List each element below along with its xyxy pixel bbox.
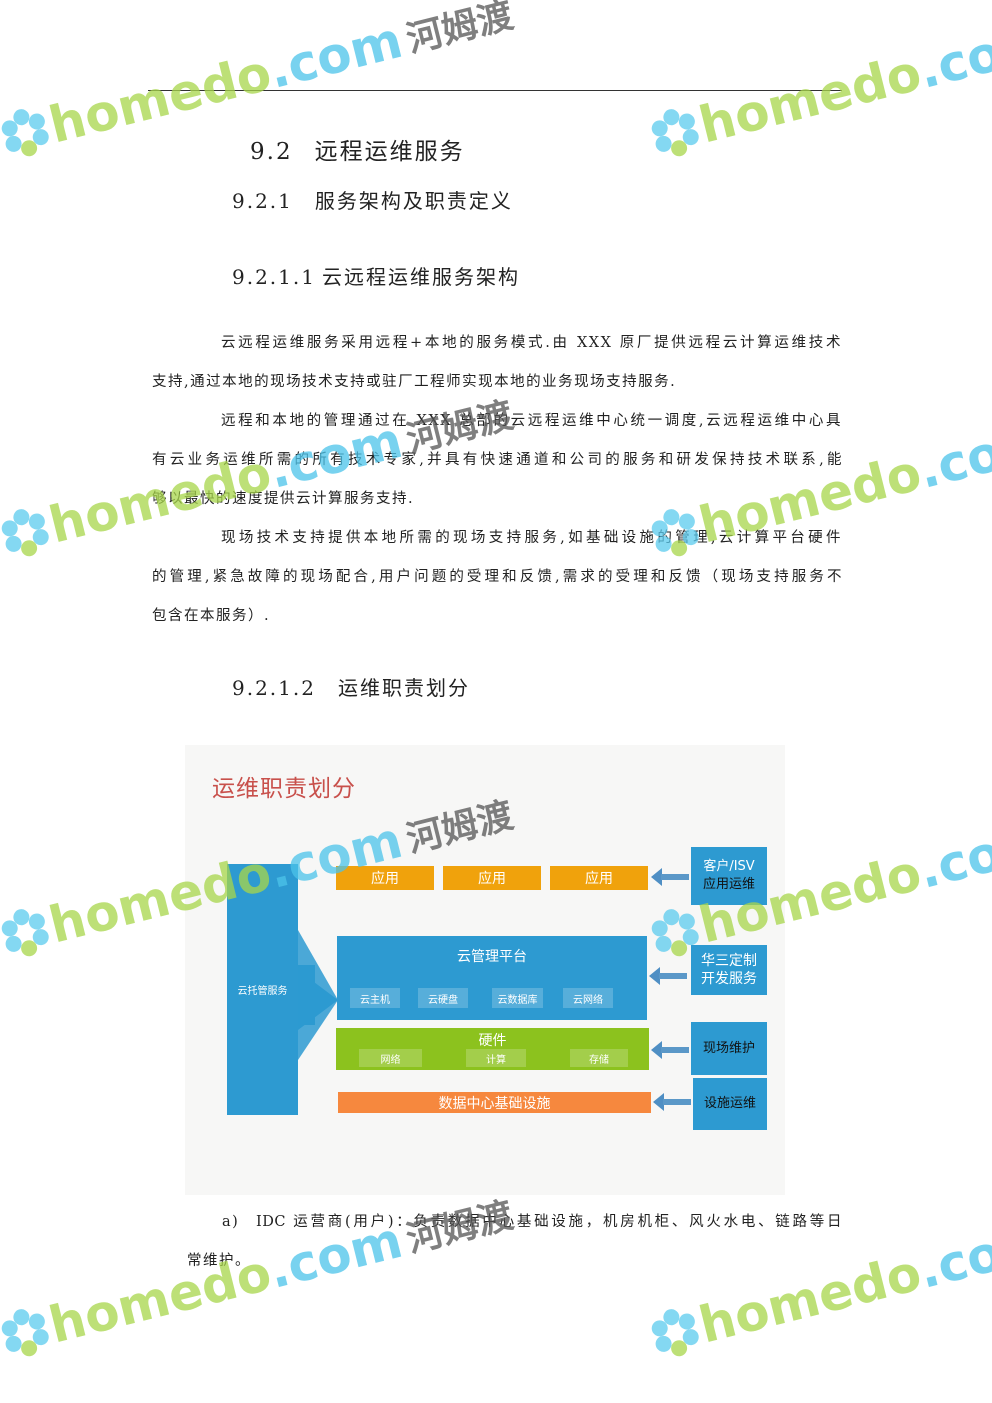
heading-number: 9.2.1 [232,189,293,213]
watermark-text: .com [912,810,992,900]
watermark: homedo.com [643,1211,992,1367]
heading-title: 运维职责划分 [337,676,470,700]
responsibility-diagram: 运维职责划分 云托管服务 应用 应用 应用 云管理平台 云主机 云硬盘 云数据库… [185,745,785,1195]
diagram-title: 运维职责划分 [212,776,356,802]
watermark: homedo.com河姆渡 [0,1183,519,1367]
flower-logo-icon [1,509,49,557]
list-marker: a) [222,1214,240,1230]
heading-9-2-1-2: 9.2.1.2 运维职责划分 [232,672,470,701]
box-line: 设施运维 [703,1096,756,1111]
onsite-maintenance-box: 现场维护 [691,1022,767,1075]
right-arrow-icon [298,930,338,1060]
heading-title: 远程运维服务 [314,139,465,165]
watermark-text: .com [912,410,992,500]
left-arrow-icon [653,1093,691,1111]
heading-number: 9.2.1.1 [232,265,316,289]
paragraph-line: 包含在本服务）. [152,608,271,624]
datacenter-box: 数据中心基础设施 [338,1092,651,1113]
hardware-item: 网络 [359,1049,422,1067]
box-line: 开发服务 [701,971,757,987]
flower-logo-icon [1,1309,49,1357]
cloud-platform-label: 云管理平台 [457,949,527,965]
flower-logo-icon [651,1309,699,1357]
cloud-item: 云数据库 [492,988,543,1008]
left-arrow-icon [651,1041,689,1059]
hardware-item: 存储 [570,1049,628,1067]
caption-line: IDC 运营商(用户)：负责数据中心基础设施，机房机柜、风火水电、链路等日 [256,1214,842,1230]
app-box: 应用 [550,866,648,890]
flower-logo-icon [1,109,49,157]
cloud-platform-box: 云管理平台 云主机 云硬盘 云数据库 云网络 [337,936,647,1020]
flower-logo-icon [1,909,49,957]
box-line: 客户/ISV [703,859,755,874]
flower-logo-icon [651,109,699,157]
paragraph-line: 有云业务运维所需的所有技术专家,并具有快速通道和公司的服务和研发保持技术联系,能 [152,452,842,468]
caption-line: 常维护。 [187,1253,251,1269]
h3c-custom-dev-box: 华三定制 开发服务 [691,945,767,995]
paragraph-line: 远程和本地的管理通过在 XXX 总部的云远程运维中心统一调度,云远程运维中心具 [221,413,842,429]
watermark-text: homedo [693,1243,927,1355]
watermark-text: .com [912,10,992,100]
hardware-item: 计算 [466,1049,526,1067]
watermark-text: .com [262,10,408,100]
app-box: 应用 [336,866,434,890]
box-line: 华三定制 [701,953,757,969]
cloud-item: 云网络 [563,988,613,1008]
managed-service-bar: 云托管服务 [227,864,298,1115]
facility-ops-box: 设施运维 [693,1078,767,1130]
hardware-box: 硬件 网络 计算 存储 [336,1028,649,1070]
hardware-label: 硬件 [478,1033,507,1049]
box-line: 现场维护 [702,1040,755,1056]
watermark-text: homedo [43,43,277,155]
heading-title: 云远程运维服务架构 [321,265,520,289]
left-arrow-icon [649,967,687,985]
heading-9-2: 9.2 远程运维服务 [250,132,465,166]
heading-9-2-1: 9.2.1 服务架构及职责定义 [232,185,513,214]
managed-service-label: 云托管服务 [237,986,288,997]
heading-title: 服务架构及职责定义 [314,189,513,213]
watermark-text: 河姆渡 [402,0,518,61]
cloud-item: 云硬盘 [418,988,468,1008]
left-arrow-icon [651,868,689,886]
heading-number: 9.2 [250,139,293,165]
paragraph-line: 的管理,紧急故障的现场配合,用户问题的受理和反馈,需求的受理和反馈（现场支持服务… [152,569,842,585]
paragraph-line: 够以最快的速度提供云计算服务支持. [152,491,415,507]
heading-number: 9.2.1.2 [232,676,316,700]
paragraph-line: 云远程运维服务采用远程+本地的服务模式.由 XXX 原厂提供远程云计算运维技术 [221,335,842,351]
cloud-item: 云主机 [350,988,400,1008]
box-line: 应用运维 [702,877,755,892]
app-box: 应用 [443,866,541,890]
header-rule [148,90,842,91]
watermark-text: .com [912,1210,992,1300]
paragraph-line: 现场技术支持提供本地所需的现场支持服务,如基础设施的管理,云计算平台硬件 [221,530,842,546]
paragraph-line: 支持,通过本地的现场技术支持或驻厂工程师实现本地的业务现场支持服务. [152,374,677,390]
watermark-text: homedo [693,43,927,155]
customer-isv-box: 客户/ISV 应用运维 [691,847,767,905]
